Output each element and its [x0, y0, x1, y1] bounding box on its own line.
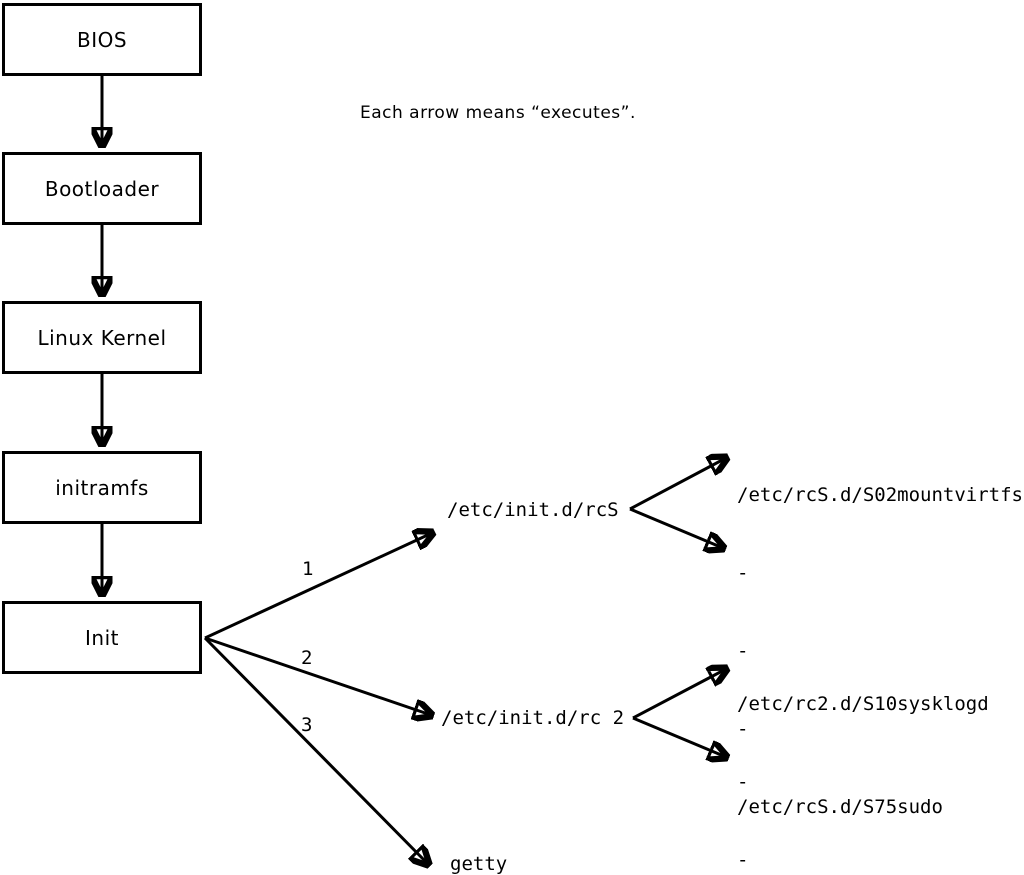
box-initramfs-label: initramfs — [55, 475, 149, 500]
box-bootloader: Bootloader — [2, 152, 202, 225]
box-bios: BIOS — [2, 3, 202, 76]
box-bootloader-label: Bootloader — [44, 176, 160, 201]
arrow-rcS-to-first — [629, 458, 726, 511]
arrow-rc2-to-last — [632, 716, 726, 757]
branch-number-3: 3 — [301, 714, 313, 736]
target-getty: getty — [450, 853, 508, 875]
script-list-rcS: /etc/rcS.d/S02mountvirtfs - - - /etc/rcS… — [737, 430, 1023, 872]
branch-number-2: 2 — [301, 647, 313, 669]
target-rc2: /etc/init.d/rc 2 — [441, 707, 625, 729]
arrow-init-to-getty — [203, 636, 428, 864]
arrow-init-to-rcS — [204, 533, 432, 640]
box-init-label: Init — [85, 625, 119, 650]
script-rcS-dash: - — [737, 718, 749, 740]
arrow-rcS-to-last — [629, 507, 723, 548]
branch-number-1: 1 — [302, 558, 314, 580]
script-rcS-last: /etc/rcS.d/S75sudo — [737, 796, 943, 818]
box-initramfs: initramfs — [2, 451, 202, 524]
script-list-rc2: /etc/rc2.d/S10sysklogd - - - /etc/rc2.d/… — [737, 639, 989, 875]
arrow-rc2-to-first — [632, 669, 726, 720]
target-rcS: /etc/init.d/rcS — [447, 499, 619, 521]
box-linux-kernel: Linux Kernel — [2, 301, 202, 374]
script-rcS-dash: - — [737, 640, 749, 662]
arrow-init-to-rc2 — [204, 636, 431, 715]
script-rcS-first: /etc/rcS.d/S02mountvirtfs — [737, 484, 1023, 506]
box-bios-label: BIOS — [76, 27, 128, 52]
box-linux-kernel-label: Linux Kernel — [37, 325, 167, 350]
legend-note: Each arrow means “executes”. — [360, 103, 636, 123]
script-rc2-dash: - — [737, 771, 749, 793]
box-init: Init — [2, 601, 202, 674]
script-rc2-first: /etc/rc2.d/S10sysklogd — [737, 693, 989, 715]
script-rc2-dash: - — [737, 849, 749, 871]
script-rcS-dash: - — [737, 562, 749, 584]
